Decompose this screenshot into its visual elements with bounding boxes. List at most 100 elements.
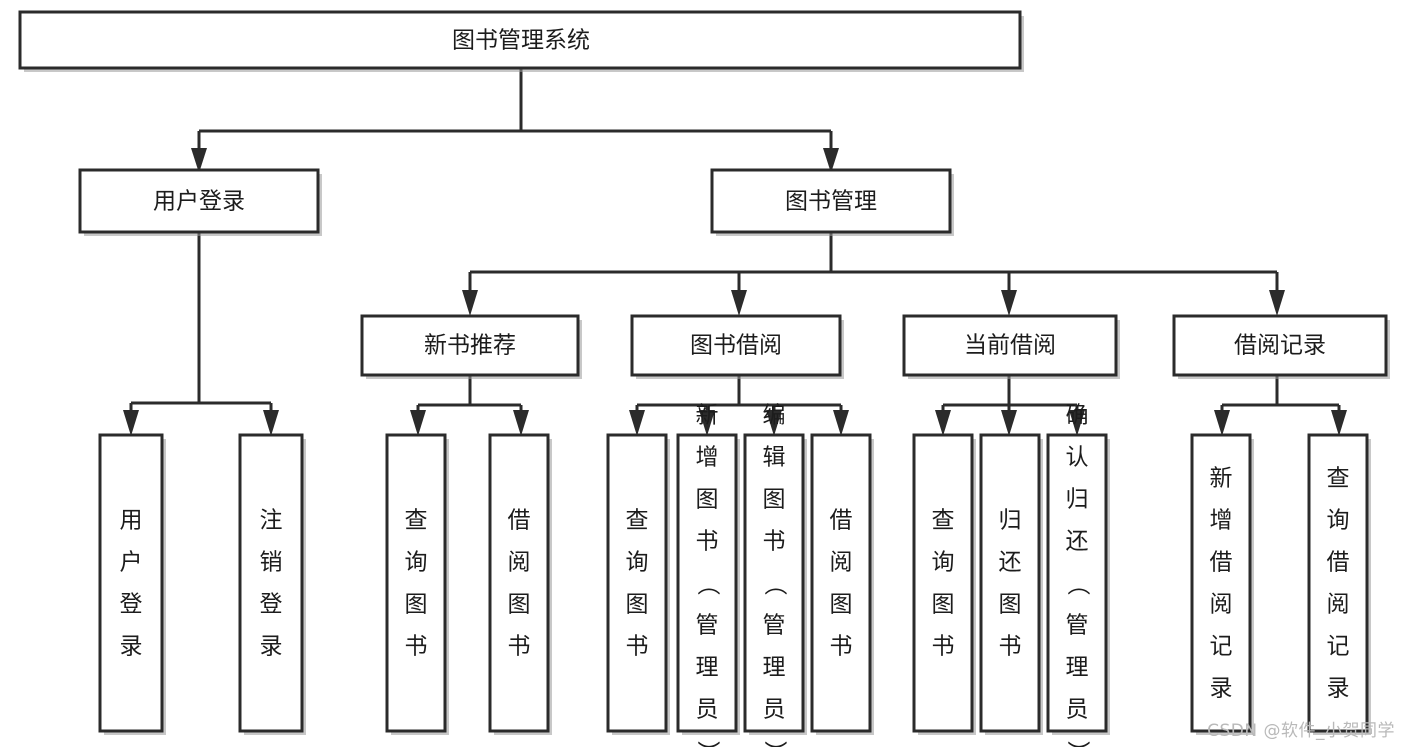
leaf-label-layer: 用户登录注销登录查询图书借阅图书查询图书新增图书（管理员）编辑图书（管理员）借阅… — [120, 403, 1350, 747]
node-leaf-query-record[interactable] — [1307, 433, 1371, 735]
label-glyph: 询 — [932, 550, 955, 576]
label-glyph: 用 — [120, 508, 143, 534]
node-leaf-user-login[interactable] — [98, 433, 166, 735]
label-glyph: 录 — [1327, 676, 1350, 702]
node-leaf-borrow-book-1-box — [488, 433, 550, 733]
label-glyph: 登 — [120, 592, 143, 618]
node-leaf-borrow-book-1[interactable] — [488, 433, 552, 735]
arrowhead-book-management — [823, 148, 839, 173]
label-glyph: 记 — [1327, 634, 1350, 660]
node-leaf-logout-login[interactable] — [238, 433, 306, 735]
label-glyph: 管 — [1066, 613, 1089, 639]
node-leaf-return-book[interactable] — [979, 433, 1043, 735]
label-glyph: 查 — [626, 508, 649, 534]
node-new-book-recommend[interactable]: 新书推荐 — [360, 314, 582, 379]
label-glyph: 还 — [1066, 529, 1089, 555]
edge-new-book-recommend-trunk — [416, 375, 523, 420]
node-book-borrow[interactable]: 图书借阅 — [630, 314, 844, 379]
label-glyph: 归 — [999, 508, 1022, 534]
label-glyph: 户 — [120, 550, 143, 576]
label-glyph: 阅 — [1210, 592, 1233, 618]
node-leaf-confirm-return[interactable] — [1046, 433, 1110, 735]
label-glyph: 图 — [830, 592, 853, 618]
node-leaf-user-login-box — [98, 433, 164, 733]
node-leaf-borrow-book-2[interactable] — [810, 433, 874, 735]
label-glyph: 图 — [626, 592, 649, 618]
label-glyph: 借 — [508, 508, 531, 534]
node-book-borrow-label: 图书借阅 — [690, 333, 782, 359]
node-leaf-add-record[interactable] — [1190, 433, 1254, 735]
label-glyph: 员 — [763, 697, 786, 723]
label-glyph: 认 — [1066, 445, 1089, 471]
label-glyph: 图 — [999, 592, 1022, 618]
label-glyph: ） — [762, 741, 788, 747]
label-glyph: 辑 — [763, 445, 786, 471]
label-glyph: 书 — [763, 529, 786, 555]
node-leaf-borrow-book-2-box — [810, 433, 872, 733]
label-glyph: 确 — [1066, 403, 1089, 429]
label-glyph: 书 — [508, 634, 531, 660]
arrowhead-leaf-return-book — [1001, 410, 1017, 436]
arrowhead-leaf-query-book-1 — [410, 410, 426, 436]
label-glyph: 阅 — [830, 550, 853, 576]
arrowhead-leaf-edit-book — [766, 410, 782, 436]
label-glyph: 还 — [999, 550, 1022, 576]
arrowhead-new-book-recommend — [462, 290, 478, 316]
node-root-label: 图书管理系统 — [452, 28, 590, 54]
node-current-borrow[interactable]: 当前借阅 — [902, 314, 1120, 379]
arrowhead-current-borrow — [1001, 290, 1017, 316]
label-glyph: 录 — [120, 634, 143, 660]
arrowhead-leaf-borrow-book-2 — [833, 410, 849, 436]
node-leaf-edit-book[interactable] — [743, 433, 807, 735]
node-leaf-query-book-2-box — [606, 433, 668, 733]
node-leaf-query-book-1-box — [385, 433, 447, 733]
label-glyph: 阅 — [508, 550, 531, 576]
arrowhead-book-borrow — [731, 290, 747, 316]
label-glyph: 询 — [626, 550, 649, 576]
node-leaf-confirm-return-box — [1046, 433, 1108, 733]
node-book-management[interactable]: 图书管理 — [710, 168, 954, 236]
label-glyph: 登 — [260, 592, 283, 618]
edge-root-to-level1-trunk — [197, 68, 833, 160]
node-root[interactable]: 图书管理系统 — [18, 10, 1024, 72]
node-leaf-return-book-box — [979, 433, 1041, 733]
label-glyph: 录 — [1210, 676, 1233, 702]
node-leaf-query-book-2[interactable] — [606, 433, 670, 735]
label-glyph: 图 — [508, 592, 531, 618]
node-borrow-record-box — [1172, 314, 1388, 377]
node-borrow-record[interactable]: 借阅记录 — [1172, 314, 1390, 379]
edge-layer — [123, 68, 1347, 436]
label-glyph: 书 — [932, 634, 955, 660]
node-leaf-add-book[interactable] — [676, 433, 740, 735]
label-glyph: 增 — [696, 445, 719, 471]
node-user-login-label: 用户登录 — [153, 189, 245, 215]
node-leaf-query-book-1[interactable] — [385, 433, 449, 735]
node-leaf-query-book-3[interactable] — [912, 433, 976, 735]
label-glyph: 理 — [696, 655, 719, 681]
arrowhead-leaf-add-book — [699, 410, 715, 436]
arrowhead-leaf-query-book-2 — [629, 410, 645, 436]
label-glyph: 询 — [405, 550, 428, 576]
label-glyph: 销 — [260, 550, 283, 576]
label-glyph: 阅 — [1327, 592, 1350, 618]
label-glyph: 记 — [1210, 634, 1233, 660]
arrowhead-leaf-query-record — [1331, 410, 1347, 436]
node-user-login[interactable]: 用户登录 — [78, 168, 322, 236]
edge-book-borrow-trunk — [635, 375, 843, 420]
label-glyph: 编 — [763, 403, 786, 429]
watermark-text: CSDN @软件_小贺同学 — [1207, 721, 1395, 741]
node-new-book-recommend-box — [360, 314, 580, 377]
node-current-borrow-label: 当前借阅 — [964, 333, 1056, 359]
label-glyph: 询 — [1327, 508, 1350, 534]
label-glyph: 管 — [696, 613, 719, 639]
